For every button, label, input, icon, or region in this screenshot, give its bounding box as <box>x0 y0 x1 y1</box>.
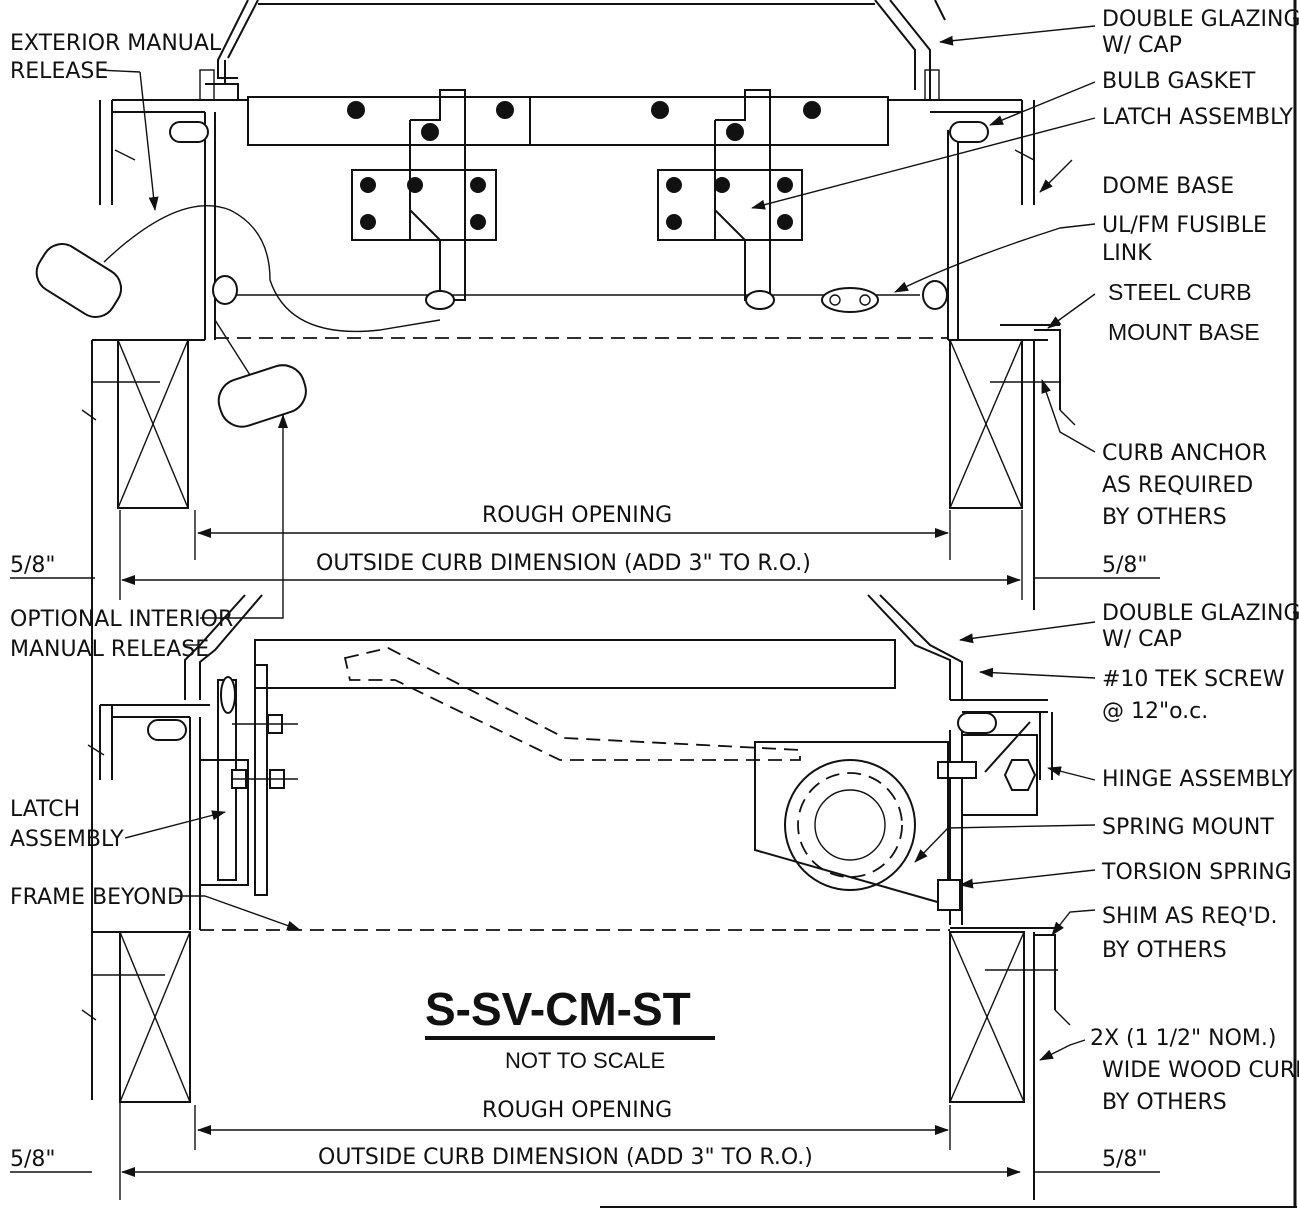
label-bulb-gasket: BULB GASKET <box>1102 69 1256 94</box>
top-leaders <box>97 25 1096 453</box>
label-rough-opening-top: ROUGH OPENING <box>482 503 672 528</box>
sheet-border <box>600 0 1297 1208</box>
label-wood-curb-3: BY OTHERS <box>1102 1090 1227 1115</box>
top-right-frame <box>888 69 1035 340</box>
label-latch-assembly-bottom-2: ASSEMBLY <box>10 827 124 852</box>
label-double-glazing-bottom-2: W/ CAP <box>1102 627 1182 652</box>
interior-release-handle <box>214 319 307 428</box>
label-tek-screw-2: @ 12"o.c. <box>1102 699 1208 724</box>
label-fusible-link-1: UL/FM FUSIBLE <box>1102 213 1267 238</box>
label-fusible-link-2: LINK <box>1102 241 1152 266</box>
label-dim-left-bottom: 5/8" <box>10 1147 56 1172</box>
bottom-double-glazing <box>184 594 963 700</box>
label-steel-curb-2: MOUNT BASE <box>1108 319 1260 345</box>
label-exterior-release-1: EXTERIOR MANUAL <box>10 31 222 56</box>
label-wood-curb-2: WIDE WOOD CURB <box>1102 1058 1299 1083</box>
top-wood-curb-right <box>948 324 1076 610</box>
label-double-glazing-bottom-1: DOUBLE GLAZING <box>1102 601 1299 626</box>
label-double-glazing-2: W/ CAP <box>1102 33 1182 58</box>
label-dim-right-top: 5/8" <box>1102 553 1148 578</box>
top-view: EXTERIOR MANUAL RELEASE DOUBLE GLAZING W… <box>10 0 1299 1100</box>
bottom-lever-arm <box>343 647 801 761</box>
top-double-glazing <box>217 0 946 100</box>
bottom-wood-curb-right <box>949 927 1071 1200</box>
top-left-frame <box>99 60 248 340</box>
top-latch-right <box>657 89 803 301</box>
label-shim-1: SHIM AS REQ'D. <box>1102 904 1277 929</box>
bottom-wood-curb-left <box>81 931 191 1200</box>
label-dim-right-bottom: 5/8" <box>1102 1147 1148 1172</box>
label-curb-anchor-1: CURB ANCHOR <box>1102 441 1267 466</box>
label-dim-left-top: 5/8" <box>10 553 56 578</box>
label-curb-anchor-3: BY OTHERS <box>1102 505 1227 530</box>
label-torsion-spring: TORSION SPRING <box>1101 860 1292 885</box>
top-cable-fusible-link <box>103 204 948 333</box>
top-latch-left <box>351 89 497 301</box>
top-frame-bar <box>247 96 889 146</box>
drawing-subtitle: NOT TO SCALE <box>505 1048 665 1073</box>
bottom-labels: OPTIONAL INTERIOR MANUAL RELEASE DOUBLE … <box>10 601 1299 1172</box>
label-exterior-release-2: RELEASE <box>10 59 108 84</box>
top-dimensions <box>10 510 1160 600</box>
label-optional-interior-2: MANUAL RELEASE <box>10 637 209 662</box>
label-hinge-assembly: HINGE ASSEMBLY <box>1102 767 1294 792</box>
label-optional-interior-1: OPTIONAL INTERIOR <box>10 607 233 632</box>
label-dome-base: DOME BASE <box>1102 174 1234 199</box>
title-block: S-SV-CM-ST NOT TO SCALE <box>425 983 715 1073</box>
exterior-release-handle <box>35 243 123 318</box>
label-latch-assembly-bottom-1: LATCH <box>10 797 80 822</box>
label-tek-screw-1: #10 TEK SCREW <box>1102 667 1285 692</box>
label-latch-assembly: LATCH ASSEMBLY <box>1102 105 1293 130</box>
label-frame-beyond: FRAME BEYOND <box>10 885 184 910</box>
label-steel-curb-1: STEEL CURB <box>1108 279 1252 305</box>
bottom-view: OPTIONAL INTERIOR MANUAL RELEASE DOUBLE … <box>10 414 1299 1200</box>
bottom-dimensions <box>10 1105 1160 1177</box>
label-shim-2: BY OTHERS <box>1102 938 1227 963</box>
label-outside-curb-bottom: OUTSIDE CURB DIMENSION (ADD 3" TO R.O.) <box>318 1145 813 1170</box>
top-labels: EXTERIOR MANUAL RELEASE DOUBLE GLAZING W… <box>10 7 1299 578</box>
label-double-glazing-1: DOUBLE GLAZING <box>1102 7 1299 32</box>
label-spring-mount: SPRING MOUNT <box>1102 815 1274 840</box>
top-wood-curb-left <box>81 339 205 1100</box>
label-rough-opening-bottom: ROUGH OPENING <box>482 1098 672 1123</box>
bottom-leaders <box>124 414 1096 1061</box>
bottom-left-frame <box>87 664 298 930</box>
drawing-title: S-SV-CM-ST <box>425 983 691 1035</box>
bottom-right-frame-hinge <box>754 699 1053 925</box>
label-curb-anchor-2: AS REQUIRED <box>1102 473 1253 498</box>
label-outside-curb-top: OUTSIDE CURB DIMENSION (ADD 3" TO R.O.) <box>316 551 811 576</box>
label-wood-curb-1: 2X (1 1/2" NOM.) <box>1090 1026 1276 1051</box>
